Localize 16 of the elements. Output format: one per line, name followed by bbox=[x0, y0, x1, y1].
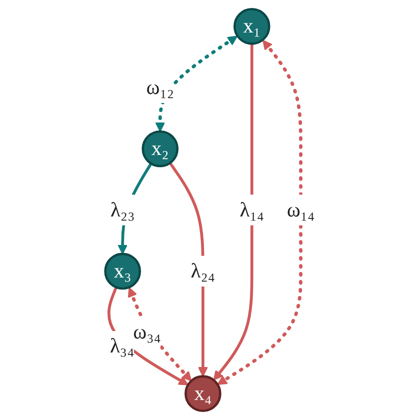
node-circle: x₃ bbox=[104, 252, 142, 290]
arrow bbox=[155, 36, 238, 132]
node-circle: x₁ bbox=[233, 8, 270, 45]
edge-label: λ₂₃ bbox=[110, 198, 135, 221]
arrow bbox=[128, 287, 192, 382]
edge-label: ω₁₄ bbox=[286, 198, 315, 221]
edge-label: λ₃₄ bbox=[110, 334, 134, 358]
edge-label: λ₂₄ bbox=[190, 259, 216, 282]
arrow bbox=[107, 286, 188, 386]
arrow bbox=[217, 40, 302, 385]
node-circle: x₄ bbox=[184, 375, 222, 412]
edge-label: λ₁₄ bbox=[240, 198, 264, 221]
edge-label: ω₁₂ bbox=[146, 76, 174, 98]
arrow bbox=[213, 44, 254, 381]
edge-label: ω₃₄ bbox=[133, 320, 161, 344]
node-circle: x₂ bbox=[142, 130, 179, 168]
